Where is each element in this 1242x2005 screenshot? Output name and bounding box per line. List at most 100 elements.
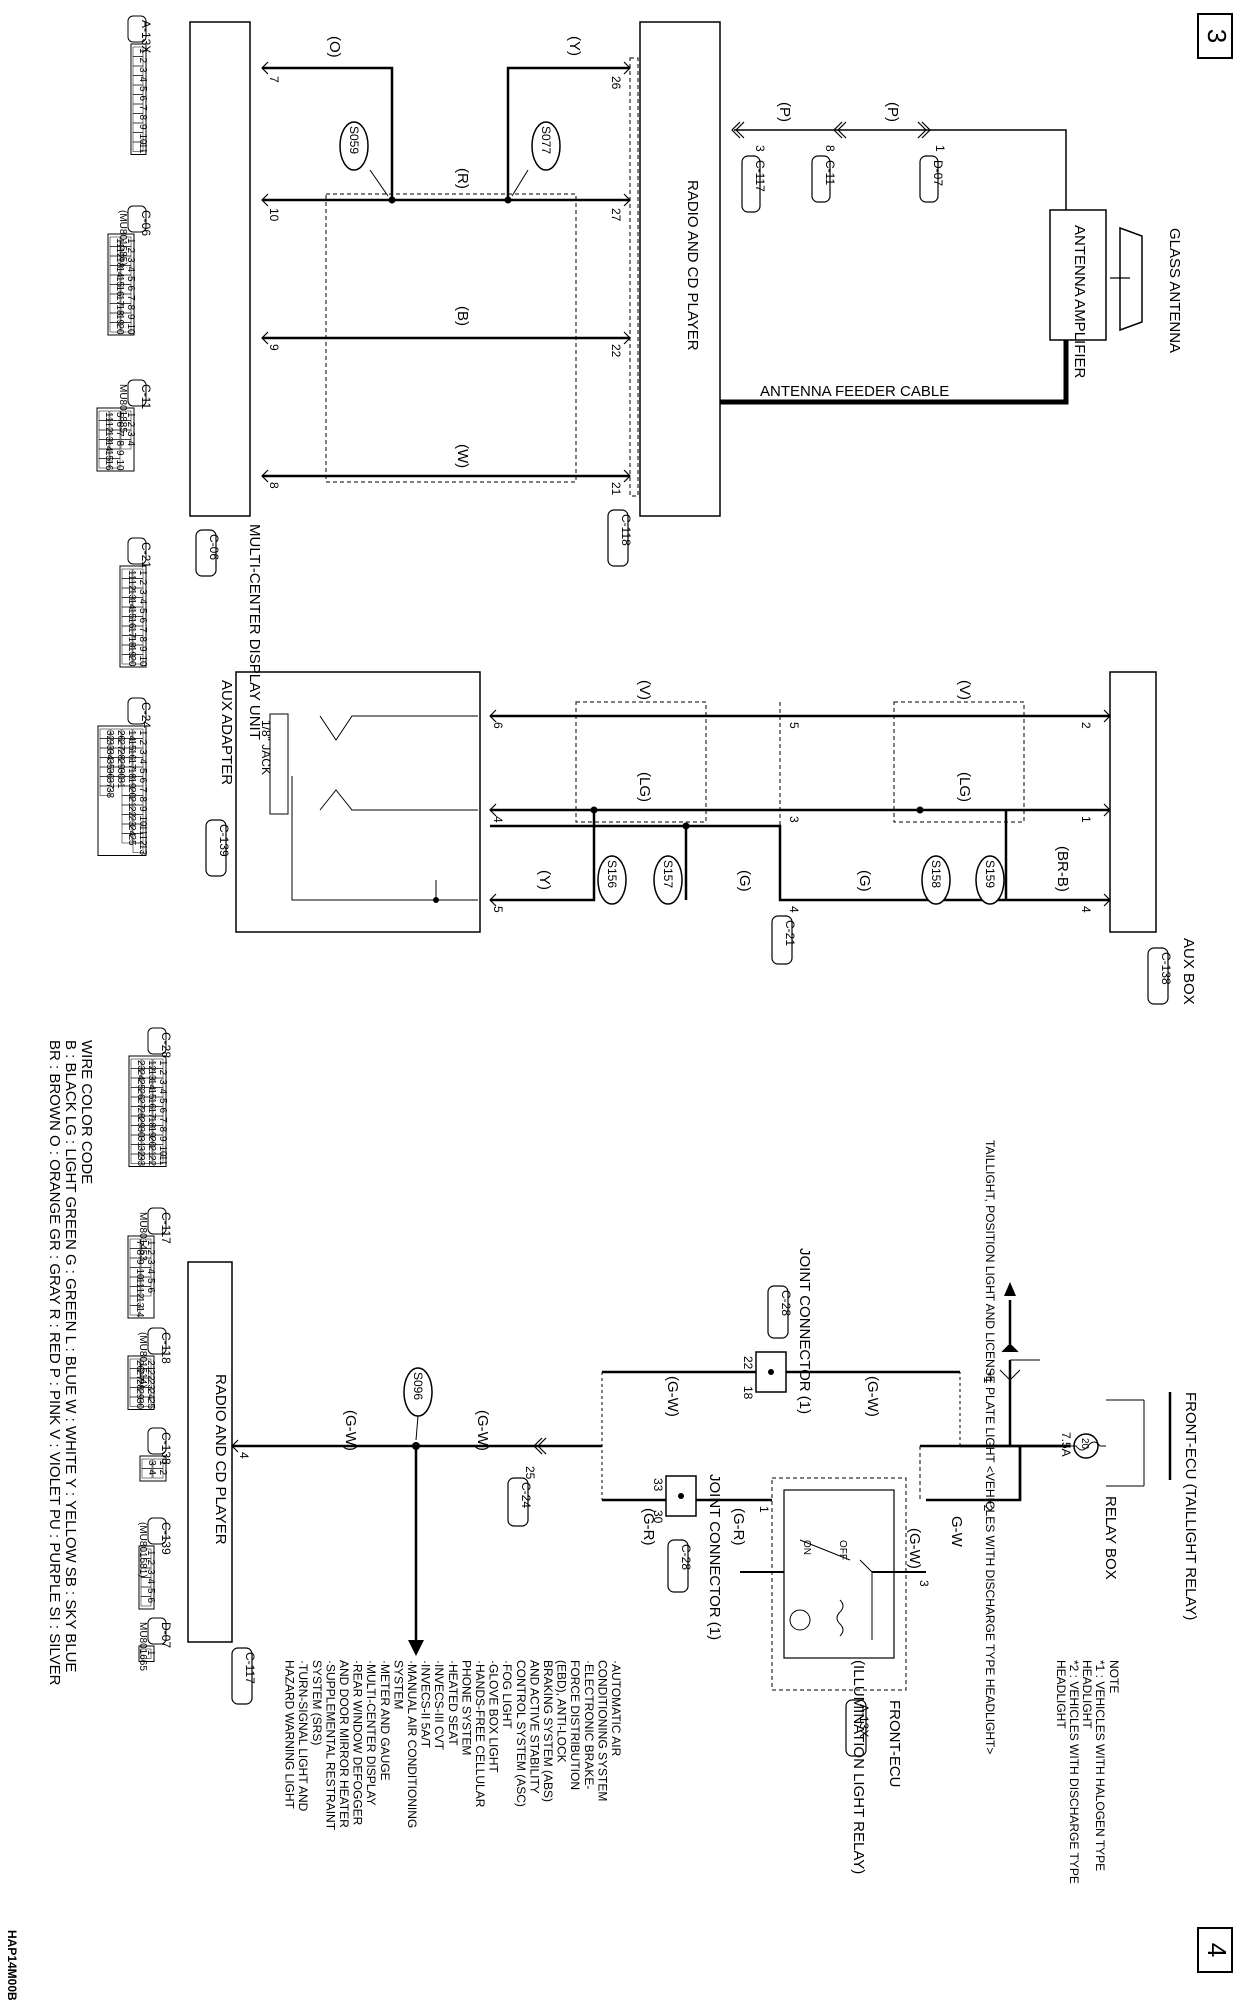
- aux-box: AUX BOX C-138 2 1 4: [1079, 671, 1197, 1005]
- connector-pin: 15: [146, 1089, 157, 1101]
- svg-text:1/8" JACK: 1/8" JACK: [259, 720, 273, 775]
- connector-pin: 6: [157, 1108, 168, 1114]
- svg-text:2: 2: [1079, 722, 1093, 729]
- connector-pin: 36: [104, 768, 115, 780]
- connector-pin: 7: [134, 1240, 145, 1246]
- svg-text:(G-W): (G-W): [474, 1410, 491, 1451]
- connector-pin: 5: [125, 276, 136, 282]
- connector-pin: 14: [134, 1307, 145, 1319]
- connector-pin: 5: [137, 608, 148, 614]
- system-item: ·HEATED SEAT: [446, 1660, 460, 1746]
- svg-text:20: 20: [1079, 1438, 1090, 1450]
- connector-pin: 2: [137, 580, 148, 586]
- svg-text:(B): (B): [454, 306, 471, 326]
- antenna-signal-wire: [734, 129, 1067, 210]
- svg-text:C-11: C-11: [823, 160, 837, 185]
- svg-text:MULTI-CENTER DISPLAY UNIT: MULTI-CENTER DISPLAY UNIT: [246, 524, 263, 740]
- svg-text:(P): (P): [776, 102, 793, 122]
- connector-pin: 8: [134, 1250, 145, 1256]
- connector-pin: 8: [114, 441, 125, 447]
- connector-pin: 21: [126, 797, 137, 809]
- connector-pin: 13: [146, 1070, 157, 1082]
- connector-pin: 24: [126, 825, 137, 837]
- upper-diagram: GLASS ANTENNA ANTENNA AMPLIFIER ANTENNA …: [189, 21, 1197, 1005]
- note-line: HEADLIGHT: [1080, 1660, 1094, 1729]
- connector-pin: 3: [145, 1569, 156, 1575]
- connector-face-id: C-28: [159, 1032, 173, 1058]
- connector-pin: 9: [125, 314, 136, 320]
- system-item: ·GLOVE BOX LIGHT: [487, 1660, 501, 1773]
- connector-pin: 17: [126, 759, 137, 771]
- svg-text:BR : BROWN O : ORANGE GR: BR : BROWN O : ORANGE GR : GRAY R : RED …: [46, 1040, 63, 1686]
- connector-pin: 32: [104, 730, 115, 742]
- connector-pin: 16: [126, 749, 137, 761]
- connector-pin: 5: [145, 1588, 156, 1594]
- svg-text:JOINT CONNECTOR (1): JOINT CONNECTOR (1): [796, 1248, 813, 1414]
- connector-tag-c118: C-118: [607, 509, 633, 567]
- connector-pin: 28: [115, 749, 126, 761]
- connector-pin: 6: [114, 422, 125, 428]
- connector-face-c-06: C-06(MU801585)12345678910111213141516171…: [107, 205, 153, 336]
- svg-text:4: 4: [1202, 1943, 1232, 1957]
- svg-text:C-28: C-28: [779, 1290, 793, 1316]
- svg-text:(G): (G): [856, 870, 873, 892]
- connector-pin: 3: [137, 749, 148, 755]
- connector-pin: 24: [145, 1389, 156, 1401]
- connector-face-c-24: C-24123456789101112131415161718192021222…: [97, 697, 153, 856]
- connector-pin: 8: [125, 305, 136, 311]
- svg-text:10: 10: [267, 208, 281, 222]
- svg-text:C-117: C-117: [243, 1652, 257, 1684]
- connector-pin: 15: [126, 608, 137, 620]
- svg-text:FRONT-ECU: FRONT-ECU: [886, 1700, 903, 1788]
- system-item: ·TURN-SIGNAL LIGHT AND: [296, 1660, 310, 1812]
- splice-s159: S159: [975, 855, 1005, 905]
- connector-face-id: A-13X: [139, 20, 153, 53]
- connector-pin: 3: [146, 1460, 157, 1466]
- svg-text:S077: S077: [539, 126, 553, 154]
- svg-text:8: 8: [823, 145, 837, 152]
- connector-pin: 30: [135, 1127, 146, 1139]
- connector-pin: 29: [134, 1389, 145, 1401]
- connector-pin: 3: [157, 1079, 168, 1085]
- connector-tag-d07: D-07: [919, 155, 945, 203]
- svg-text:S157: S157: [661, 860, 675, 888]
- svg-text:1: 1: [933, 145, 947, 152]
- connector-pin: 3: [137, 67, 148, 73]
- connector-pin: 2: [145, 1250, 156, 1256]
- connector-face-id: C-138: [159, 1432, 173, 1465]
- connector-pin: 3: [137, 589, 148, 595]
- connector-pin: 7: [137, 105, 148, 111]
- connector-pin: 8: [137, 115, 148, 121]
- connector-face-id: C-139: [159, 1522, 173, 1555]
- connector-pin: 16: [103, 460, 114, 472]
- connector-pin: 27: [134, 1370, 145, 1382]
- connector-pin: 32: [135, 1146, 146, 1158]
- connector-pin: 13: [126, 589, 137, 601]
- splice-s157: S157: [653, 855, 683, 905]
- connector-pin: 25: [126, 835, 137, 847]
- radio-mcdu-wires: [261, 61, 631, 483]
- svg-text:S159: S159: [983, 860, 997, 888]
- connector-pin: 33: [135, 1155, 146, 1167]
- connector-pin: 11: [137, 143, 148, 154]
- system-item: PHONE SYSTEM: [459, 1660, 473, 1755]
- svg-text:C-138: C-138: [1159, 952, 1173, 985]
- svg-text:C-24: C-24: [519, 1482, 533, 1508]
- connector-pin: 1: [137, 570, 148, 576]
- connector-face-c-28: C-28123456789101112131415161718192021222…: [128, 1027, 173, 1167]
- svg-text:C-21: C-21: [783, 920, 797, 946]
- connector-pin: 4: [157, 1089, 168, 1095]
- connector-pin: 17: [126, 627, 137, 639]
- svg-text:3: 3: [1202, 29, 1232, 43]
- connector-pin: 6: [125, 286, 136, 292]
- svg-text:6: 6: [491, 722, 505, 729]
- connector-pin: 10: [134, 1269, 145, 1281]
- svg-text:(G-R): (G-R): [730, 1508, 747, 1546]
- connector-pin: 8: [137, 637, 148, 643]
- svg-text:3: 3: [753, 145, 767, 152]
- system-item: SYSTEM (SRS): [310, 1660, 324, 1745]
- svg-text:(Y): (Y): [566, 36, 583, 56]
